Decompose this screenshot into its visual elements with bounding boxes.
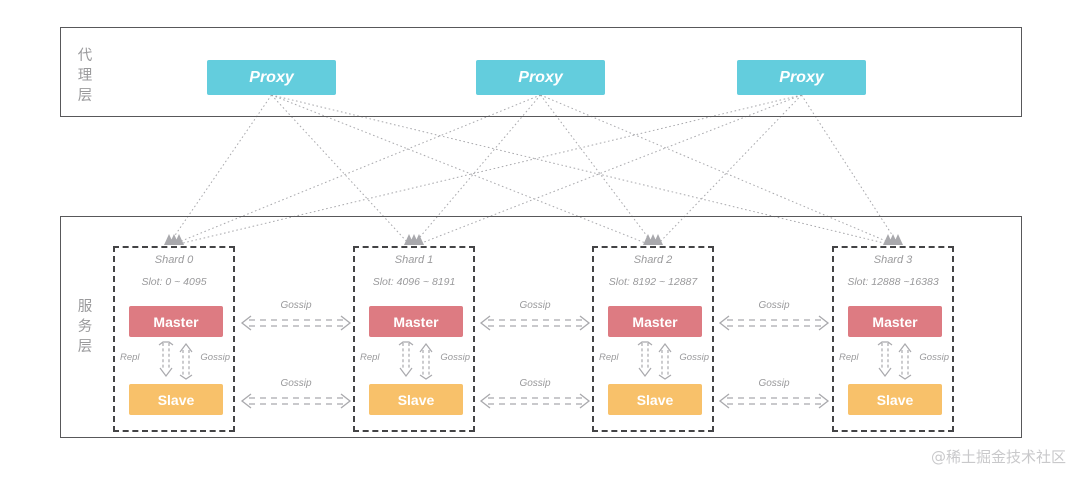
repl-gossip-arrows-icon: [637, 341, 672, 380]
gossip-double-arrow-icon: [718, 393, 830, 409]
slave-node[interactable]: Slave: [848, 384, 942, 415]
gossip-link-3: Gossip: [476, 378, 594, 412]
proxy-node-0[interactable]: Proxy: [207, 60, 336, 95]
gossip-inner-label: Gossip: [440, 352, 470, 363]
master-slave-arrows: [867, 340, 923, 380]
proxy-layer-label: 代 理 层: [77, 48, 93, 104]
shard-slot-range: Slot: 8192 ~ 12887: [608, 276, 698, 288]
slave-node[interactable]: Slave: [608, 384, 702, 415]
gossip-inner-label: Gossip: [200, 352, 230, 363]
slave-node[interactable]: Slave: [129, 384, 223, 415]
repl-gossip-arrows-icon: [158, 341, 193, 380]
gossip-link-1: Gossip: [237, 378, 355, 412]
master-node-label: Master: [872, 313, 918, 330]
gossip-double-arrow-icon: [240, 315, 352, 331]
proxy-node-2[interactable]: Proxy: [737, 60, 866, 95]
proxy-node-label: Proxy: [779, 68, 824, 86]
proxy-node-label: Proxy: [249, 68, 294, 86]
gossip-label: Gossip: [519, 378, 551, 389]
gossip-link-0: Gossip: [237, 300, 355, 334]
slave-node-label: Slave: [636, 391, 674, 408]
slave-node-label: Slave: [876, 391, 914, 408]
shard-title: Shard 0: [154, 254, 194, 266]
gossip-label: Gossip: [280, 378, 312, 389]
gossip-link-4: Gossip: [715, 300, 833, 334]
gossip-inner-label: Gossip: [919, 352, 949, 363]
gossip-label: Gossip: [758, 300, 790, 311]
master-slave-arrows: [627, 340, 683, 380]
repl-label: Repl: [120, 352, 140, 363]
master-slave-arrows: [388, 340, 444, 380]
shard-title: Shard 2: [633, 254, 673, 266]
gossip-label: Gossip: [519, 300, 551, 311]
gossip-double-arrow-icon: [240, 393, 352, 409]
shard-title: Shard 1: [394, 254, 434, 266]
repl-label: Repl: [839, 352, 859, 363]
master-node-label: Master: [153, 313, 199, 330]
master-node[interactable]: Master: [848, 306, 942, 337]
service-layer-container: [60, 216, 1022, 438]
master-node[interactable]: Master: [369, 306, 463, 337]
master-node-label: Master: [393, 313, 439, 330]
proxy-layer-container: [60, 27, 1022, 117]
master-node[interactable]: Master: [608, 306, 702, 337]
master-slave-arrows: [148, 340, 204, 380]
gossip-double-arrow-icon: [718, 315, 830, 331]
gossip-double-arrow-icon: [479, 315, 591, 331]
shard-slot-range: Slot: 4096 ~ 8191: [372, 276, 456, 288]
gossip-inner-label: Gossip: [679, 352, 709, 363]
repl-label: Repl: [599, 352, 619, 363]
repl-gossip-arrows-icon: [398, 341, 433, 380]
gossip-link-5: Gossip: [715, 378, 833, 412]
proxy-node-label: Proxy: [518, 68, 563, 86]
shard-title: Shard 3: [873, 254, 913, 266]
shard-slot-range: Slot: 0 ~ 4095: [141, 276, 207, 288]
repl-label: Repl: [360, 352, 380, 363]
repl-gossip-arrows-icon: [877, 341, 912, 380]
gossip-double-arrow-icon: [479, 393, 591, 409]
master-node-label: Master: [632, 313, 678, 330]
master-node[interactable]: Master: [129, 306, 223, 337]
service-layer-label: 服 务 层: [77, 299, 93, 355]
slave-node[interactable]: Slave: [369, 384, 463, 415]
gossip-link-2: Gossip: [476, 300, 594, 334]
proxy-node-1[interactable]: Proxy: [476, 60, 605, 95]
gossip-label: Gossip: [280, 300, 312, 311]
slave-node-label: Slave: [157, 391, 195, 408]
slave-node-label: Slave: [397, 391, 435, 408]
gossip-label: Gossip: [758, 378, 790, 389]
shard-slot-range: Slot: 12888 ~16383: [847, 276, 939, 288]
watermark: @稀土掘金技术社区: [930, 448, 1066, 466]
